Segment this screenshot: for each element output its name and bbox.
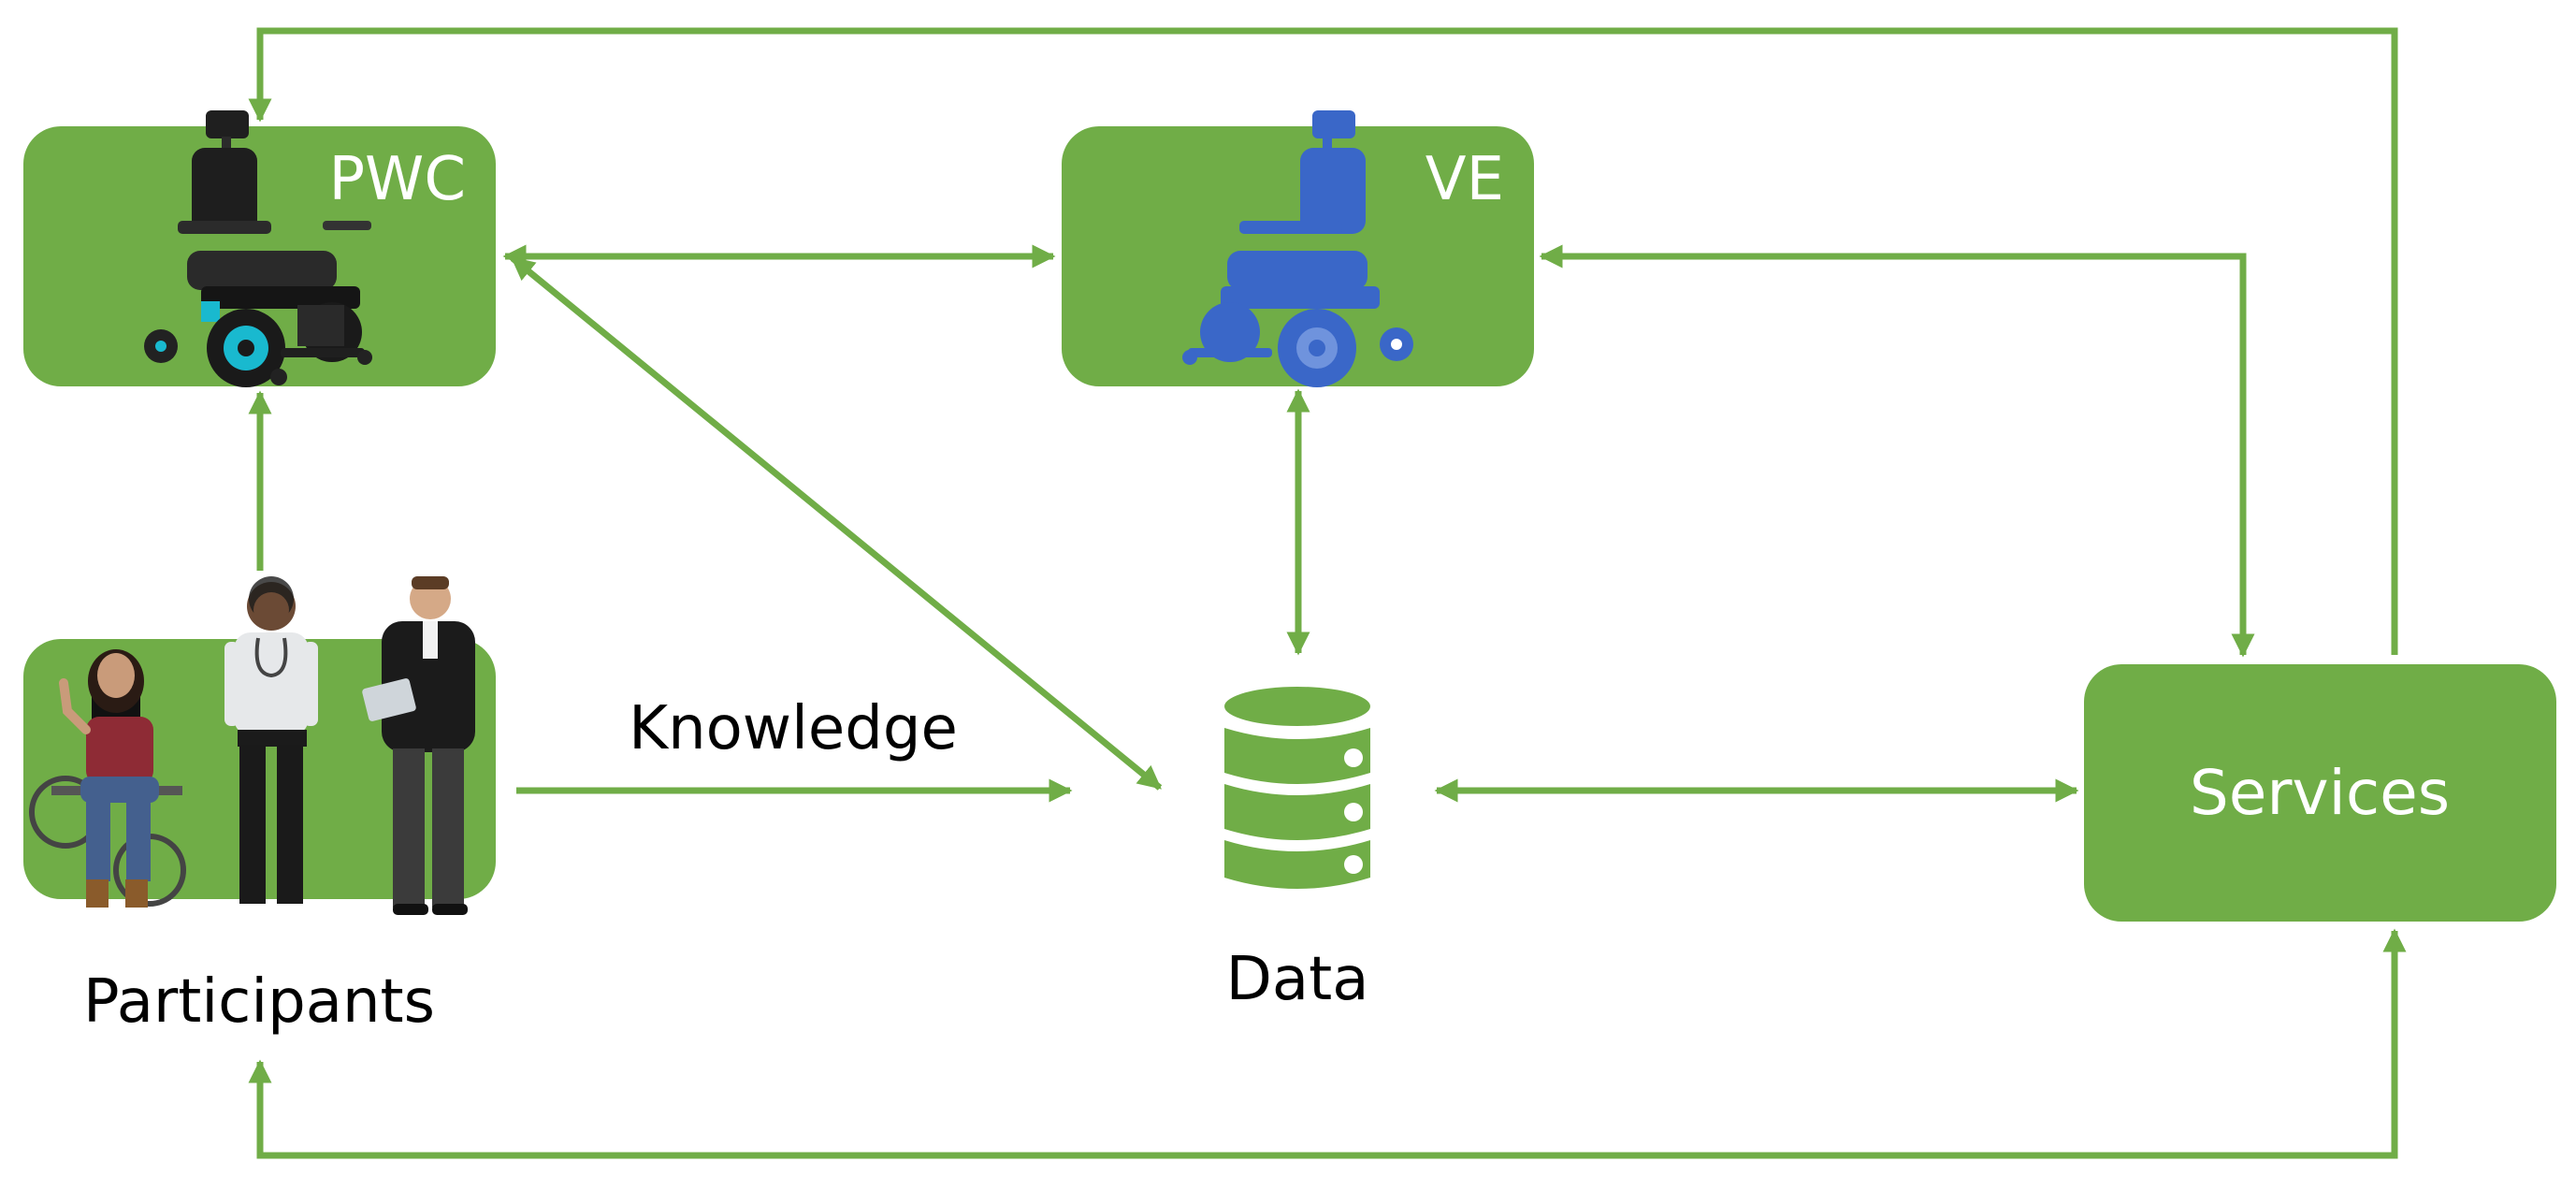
- person-clinician: [362, 576, 475, 915]
- edge-pwc-data: [510, 255, 1163, 791]
- people-icon: [29, 576, 475, 915]
- database-icon: [1224, 687, 1370, 889]
- person-wheelchair-user: [29, 649, 186, 908]
- pwc-label: PWC: [328, 145, 466, 214]
- edge-ve-services: [1539, 244, 2255, 658]
- services-label: Services: [2190, 757, 2450, 829]
- edge-services-to-pwc: [248, 27, 2398, 655]
- person-doctor: [224, 576, 318, 904]
- edge-services-to-participants: [248, 928, 2407, 1159]
- virtual-wheelchair-icon: [1182, 110, 1413, 387]
- edges: [248, 27, 2407, 1159]
- data-label: Data: [1226, 945, 1369, 1014]
- services-node: [2084, 664, 2556, 922]
- knowledge-edge-label: Knowledge: [629, 694, 958, 763]
- participants-label: Participants: [83, 967, 435, 1037]
- power-wheelchair-icon: [144, 110, 372, 387]
- ve-label: VE: [1425, 145, 1504, 214]
